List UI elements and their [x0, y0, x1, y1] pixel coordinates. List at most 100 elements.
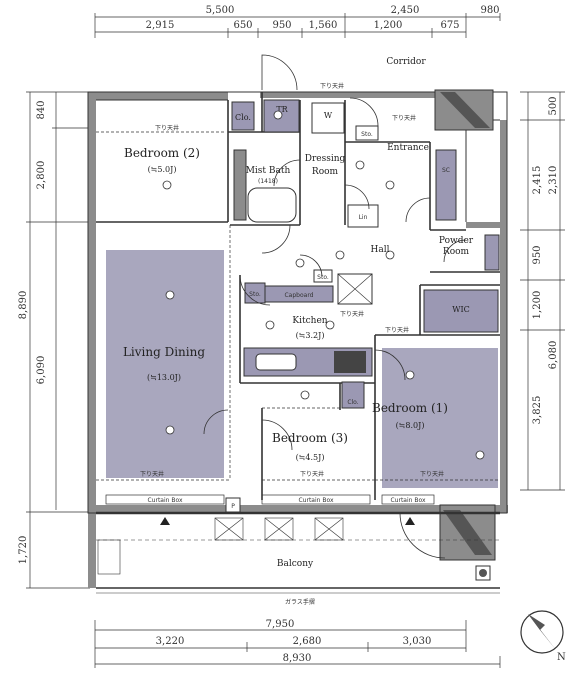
- living-dining-floor-shade: [106, 250, 224, 478]
- dim-right-2310: 2,310: [548, 166, 559, 195]
- shoe-cabinet: [435, 149, 457, 221]
- dim-top-seg-3: 950: [272, 20, 291, 31]
- door-swings: [203, 54, 467, 559]
- curtain-box-3: Curtain Box: [390, 497, 425, 504]
- lin-label: Lin: [359, 214, 368, 221]
- w-label: W: [324, 111, 333, 120]
- bedroom2-closet: [231, 101, 255, 131]
- dim-left-1720: 1,720: [18, 536, 29, 565]
- right-dimensions: [520, 91, 565, 491]
- dim-top-total-left: 5,500: [206, 5, 235, 16]
- dim-right-3825: 3,825: [532, 396, 543, 425]
- pipe-shaft-top-right: [434, 89, 494, 131]
- dim-right-2415: 2,415: [532, 166, 543, 195]
- dressing-room-label: Room: [312, 167, 339, 177]
- stove-icon: [334, 351, 366, 373]
- curtain-box-1: Curtain Box: [147, 497, 182, 504]
- dim-left-8890: 8,890: [18, 291, 29, 320]
- kitchen-size: (≒3.2J): [296, 331, 325, 340]
- dim-left-840: 840: [36, 100, 47, 119]
- tr-label: TR: [276, 105, 288, 114]
- dim-top-seg-1: 2,915: [146, 20, 175, 31]
- curtain-boxes: [105, 494, 435, 505]
- mist-bath-code: (1418): [258, 178, 278, 185]
- sc-label: SC: [442, 167, 450, 174]
- sagari-label-6: 下り天井: [140, 470, 164, 478]
- mist-bath-label: Mist Bath: [246, 166, 291, 176]
- bathtub-icon: [247, 187, 297, 223]
- exterior-walls: [88, 92, 508, 588]
- balcony-label: Balcony: [277, 559, 314, 569]
- wic-label: WIC: [452, 305, 470, 314]
- clo-label-2: Clo.: [347, 399, 358, 406]
- storage-entrance: [355, 125, 379, 141]
- dim-right-6080: 6,080: [548, 341, 559, 370]
- dim-bottom-seg-2: 2,680: [293, 636, 322, 647]
- capboard-icon: [264, 285, 334, 303]
- sagari-label-7: 下り天井: [300, 470, 324, 478]
- sto-label-1: Sto.: [361, 131, 373, 138]
- bedroom1-size: (≒8.0J): [396, 421, 425, 430]
- bedroom3-label: Bedroom (3): [272, 431, 348, 445]
- dim-bottom-seg-3: 3,030: [403, 636, 432, 647]
- sagari-label-3: 下り天井: [392, 114, 416, 122]
- powder-toilet: [484, 234, 500, 271]
- powder-room-label: Room: [443, 247, 470, 257]
- sagari-label-4: 下り天井: [385, 326, 409, 334]
- dressing-label: Dressing: [305, 154, 346, 164]
- living-dining-size: (≒13.0J): [147, 373, 181, 382]
- hall-label: Hall: [371, 245, 390, 255]
- compass-n: N: [557, 652, 566, 663]
- bedroom2-size: (≒5.0J): [148, 165, 177, 174]
- sink-icon: [255, 353, 297, 371]
- dim-top-edge: 980: [480, 5, 499, 16]
- clo-label-1: Clo.: [235, 113, 251, 122]
- sto-small: [313, 269, 333, 283]
- bottom-dimensions: [94, 620, 501, 668]
- bedroom2-label: Bedroom (2): [124, 146, 200, 160]
- living-dining-label: Living Dining: [123, 345, 205, 359]
- p-label: P: [231, 503, 235, 510]
- sagari-label-5: 下り天井: [340, 310, 364, 318]
- sto-label-3: Sto.: [317, 274, 329, 281]
- sagari-label-2: 下り天井: [320, 82, 344, 90]
- dim-bottom-seg-1: 3,220: [156, 636, 185, 647]
- ceiling-lines: [96, 131, 500, 481]
- bath-wall: [233, 149, 247, 221]
- powder-label: Powder: [439, 236, 474, 246]
- walk-in-closet: [423, 289, 499, 333]
- dim-top-seg-4: 1,560: [309, 20, 338, 31]
- sagari-label-8: 下り天井: [420, 470, 444, 478]
- dim-left-2800: 2,800: [36, 161, 47, 190]
- dim-top-seg-5: 1,200: [374, 20, 403, 31]
- bedroom1-floor-shade: [382, 348, 498, 488]
- ceiling-lights: [162, 110, 485, 460]
- dim-right-1200: 1,200: [532, 291, 543, 320]
- sagari-label-1: 下り天井: [155, 124, 179, 132]
- compass-icon: [520, 610, 564, 654]
- bedroom3-size: (≒4.5J): [296, 453, 325, 462]
- left-dimensions: [26, 91, 90, 589]
- dim-right-950: 950: [532, 245, 543, 264]
- balcony: [96, 511, 500, 594]
- linen-closet: [347, 204, 379, 228]
- dim-left-6090: 6,090: [36, 356, 47, 385]
- curtain-box-2: Curtain Box: [298, 497, 333, 504]
- glass-railing-label: ガラス手摺: [285, 598, 315, 606]
- bedroom3-closet: [341, 381, 365, 409]
- washer-space: [311, 102, 345, 134]
- dim-bottom-inner: 7,950: [266, 619, 295, 630]
- sto-label-2: Sto.: [249, 291, 261, 298]
- kitchen-label: Kitchen: [292, 316, 327, 326]
- corridor-label: Corridor: [386, 57, 426, 67]
- dim-top-seg-6: 675: [440, 20, 459, 31]
- dim-right-500: 500: [548, 96, 559, 115]
- dim-bottom-total: 8,930: [283, 653, 312, 664]
- dim-top-seg-2: 650: [233, 20, 252, 31]
- bedroom1-label: Bedroom (1): [372, 401, 448, 415]
- dim-top-total-right: 2,450: [391, 5, 420, 16]
- entrance-label: Entrance: [387, 143, 429, 153]
- capboard-label: Capboard: [284, 292, 313, 299]
- top-dimensions: [94, 13, 501, 38]
